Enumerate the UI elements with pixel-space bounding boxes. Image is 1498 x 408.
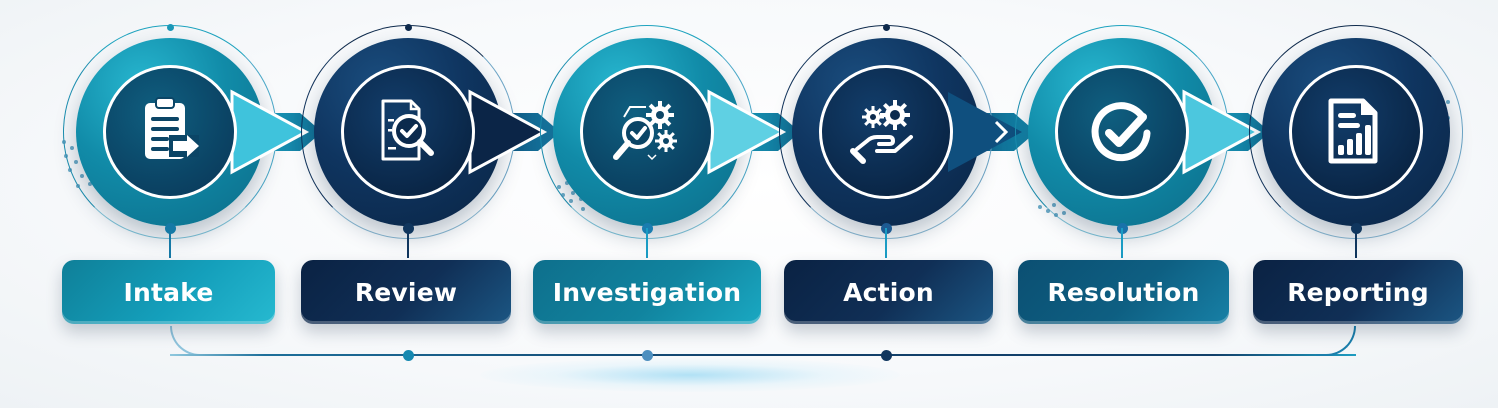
icon-circle <box>1055 65 1189 199</box>
bottom-glow <box>480 358 900 392</box>
connector-node-action <box>880 349 892 361</box>
ring-dot <box>167 24 174 31</box>
step-label-action[interactable]: Action <box>784 260 993 324</box>
step-label-text: Review <box>354 277 458 307</box>
icon-circle <box>341 65 475 199</box>
step-action <box>766 0 1022 408</box>
icon-circle <box>103 65 237 199</box>
step-label-text: Investigation <box>552 277 742 307</box>
clipboard-arrow-icon <box>145 97 199 159</box>
step-label-investigation[interactable]: Investigation <box>533 260 761 324</box>
step-resolution <box>1002 0 1262 408</box>
step-label-resolution[interactable]: Resolution <box>1018 260 1229 324</box>
connector-line <box>170 354 1356 356</box>
circle-check-icon <box>1091 102 1151 162</box>
step-label-review[interactable]: Review <box>301 260 511 324</box>
pointer-triangle <box>948 92 1022 172</box>
connector-node-investigation <box>641 349 653 361</box>
step-label-text: Intake <box>123 277 214 307</box>
step-review <box>288 0 548 408</box>
connector-stem <box>407 228 409 258</box>
icon-circle <box>819 65 953 199</box>
step-investigation <box>527 0 787 408</box>
step-label-text: Resolution <box>1047 277 1200 307</box>
step-label-text: Reporting <box>1287 277 1429 307</box>
ring-dot <box>405 24 412 31</box>
step-label-intake[interactable]: Intake <box>62 260 275 324</box>
document-magnifier-check-icon <box>381 99 434 161</box>
hand-gears-icon <box>850 100 913 164</box>
icon-circle <box>1289 65 1423 199</box>
connector-stem <box>646 228 648 258</box>
step-intake <box>50 0 310 408</box>
step-label-reporting[interactable]: Reporting <box>1253 260 1463 324</box>
connector-stem <box>1355 228 1357 258</box>
report-bar-chart-icon <box>1328 98 1378 164</box>
magnifier-gears-icon <box>613 101 677 161</box>
step-reporting <box>1236 0 1476 408</box>
step-label-text: Action <box>843 277 934 307</box>
connector-stem <box>885 228 887 258</box>
icon-circle <box>580 65 714 199</box>
connector-node-review <box>402 349 414 361</box>
connector-stem <box>169 228 171 258</box>
ring-dot <box>883 24 890 31</box>
connector-stem <box>1121 228 1123 258</box>
